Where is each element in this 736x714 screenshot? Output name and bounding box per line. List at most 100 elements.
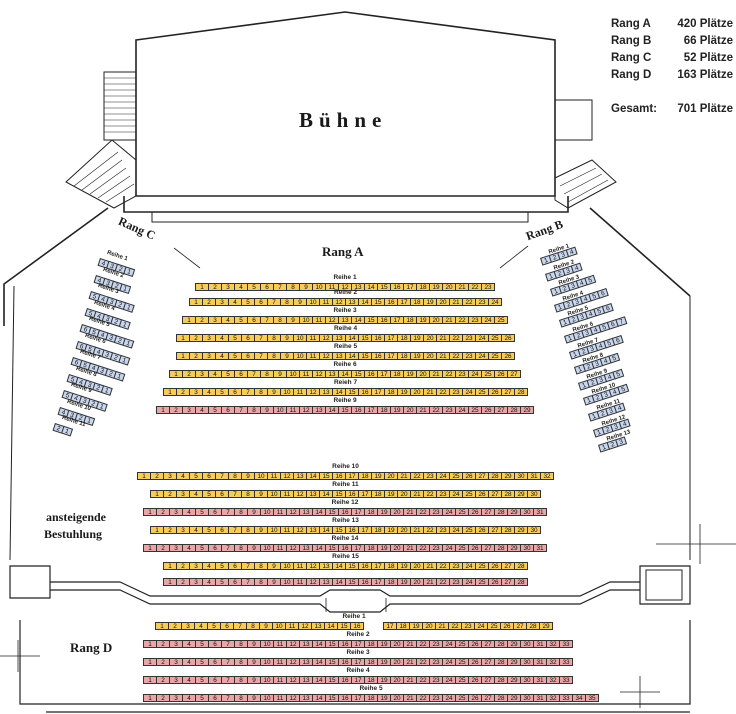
seat[interactable]: 22 — [410, 472, 424, 480]
seat[interactable]: 18 — [377, 406, 391, 414]
seat[interactable]: 20 — [390, 676, 404, 684]
seat[interactable]: 16 — [358, 562, 372, 570]
seat[interactable]: 23 — [449, 578, 463, 586]
seat[interactable]: 14 — [312, 694, 326, 702]
seat[interactable]: 19 — [403, 370, 417, 378]
seat[interactable]: 1 — [155, 622, 169, 630]
seat[interactable]: 9 — [273, 370, 287, 378]
seat[interactable]: 15 — [364, 316, 378, 324]
seat[interactable]: 11 — [306, 352, 320, 360]
seat[interactable]: 13 — [319, 388, 333, 396]
seat[interactable]: 18 — [364, 658, 378, 666]
seat[interactable]: 4 — [195, 406, 209, 414]
seat[interactable]: 30 — [520, 658, 534, 666]
seat[interactable]: 10 — [260, 508, 274, 516]
seat[interactable]: 10 — [280, 578, 294, 586]
seat[interactable]: 26 — [488, 562, 502, 570]
seat[interactable]: 22 — [468, 283, 482, 291]
seat[interactable]: 18 — [397, 352, 411, 360]
seat[interactable]: 27 — [475, 472, 489, 480]
seat[interactable]: 3 — [169, 658, 183, 666]
seat[interactable]: 12 — [286, 658, 300, 666]
seat[interactable]: 1 — [195, 283, 209, 291]
seat[interactable]: 11 — [293, 578, 307, 586]
seat[interactable]: 7 — [241, 388, 255, 396]
seat[interactable]: 21 — [423, 578, 437, 586]
seat[interactable]: 17 — [351, 544, 365, 552]
seat[interactable]: 5 — [195, 640, 209, 648]
seat[interactable]: 7 — [260, 316, 274, 324]
seat[interactable]: 20 — [403, 406, 417, 414]
seat[interactable]: 4 — [182, 508, 196, 516]
seat[interactable]: 7 — [221, 676, 235, 684]
seat[interactable]: 8 — [254, 578, 268, 586]
seat[interactable]: 32 — [546, 676, 560, 684]
seat[interactable]: 5 — [208, 406, 222, 414]
seat[interactable]: 10 — [273, 406, 287, 414]
seat[interactable]: 3 — [189, 578, 203, 586]
seat[interactable]: 17 — [384, 352, 398, 360]
seat[interactable]: 21 — [410, 490, 424, 498]
seat[interactable]: 10 — [293, 352, 307, 360]
seat[interactable]: 25 — [449, 472, 463, 480]
seat[interactable]: 3 — [189, 562, 203, 570]
seat[interactable]: 1 — [143, 694, 157, 702]
seat[interactable]: 21 — [442, 316, 456, 324]
seat[interactable]: 7 — [221, 508, 235, 516]
seat[interactable]: 19 — [397, 562, 411, 570]
seat[interactable]: 31 — [533, 508, 547, 516]
seat[interactable]: 25 — [455, 544, 469, 552]
seat[interactable]: 3 — [202, 334, 216, 342]
seat[interactable]: 14 — [306, 472, 320, 480]
seat[interactable]: 4 — [215, 334, 229, 342]
seat[interactable]: 20 — [410, 388, 424, 396]
seat[interactable]: 8 — [234, 694, 248, 702]
seat[interactable]: 2 — [168, 622, 182, 630]
seat[interactable]: 8 — [241, 526, 255, 534]
seat[interactable]: 21 — [423, 388, 437, 396]
seat[interactable]: 20 — [422, 622, 436, 630]
seat[interactable]: 14 — [319, 526, 333, 534]
seat[interactable]: 1 — [150, 490, 164, 498]
seat[interactable]: 9 — [247, 508, 261, 516]
seat[interactable]: 15 — [345, 578, 359, 586]
seat[interactable]: 18 — [396, 622, 410, 630]
seat[interactable]: 8 — [234, 658, 248, 666]
seat[interactable]: 15 — [332, 490, 346, 498]
seat[interactable]: 9 — [293, 298, 307, 306]
seat[interactable]: 7 — [247, 370, 261, 378]
seat[interactable]: 22 — [436, 562, 450, 570]
seat[interactable]: 10 — [306, 298, 320, 306]
seat[interactable]: 6 — [228, 388, 242, 396]
seat[interactable]: 17 — [358, 526, 372, 534]
seat[interactable]: 15 — [325, 658, 339, 666]
seat[interactable]: 3 — [195, 370, 209, 378]
seat[interactable]: 21 — [423, 562, 437, 570]
seat[interactable]: 24 — [449, 526, 463, 534]
seat[interactable]: 8 — [228, 472, 242, 480]
seat[interactable]: 7 — [228, 490, 242, 498]
seat[interactable]: 19 — [377, 508, 391, 516]
seat[interactable]: 9 — [247, 676, 261, 684]
seat[interactable]: 17 — [403, 283, 417, 291]
seat[interactable]: 20 — [416, 370, 430, 378]
seat[interactable]: 22 — [448, 622, 462, 630]
seat[interactable]: 12 — [306, 388, 320, 396]
seat[interactable]: 17 — [358, 490, 372, 498]
seat[interactable]: 4 — [202, 388, 216, 396]
seat[interactable]: 1 — [176, 334, 190, 342]
seat[interactable]: 19 — [409, 622, 423, 630]
seat[interactable]: 26 — [501, 334, 515, 342]
seat[interactable]: 13 — [345, 298, 359, 306]
seat[interactable]: 5 — [202, 490, 216, 498]
seat[interactable]: 14 — [312, 658, 326, 666]
seat[interactable]: 24 — [442, 544, 456, 552]
seat[interactable]: 29 — [520, 406, 534, 414]
seat[interactable]: 13 — [306, 490, 320, 498]
seat[interactable]: 11 — [306, 334, 320, 342]
seat[interactable]: 13 — [332, 334, 346, 342]
seat[interactable]: 32 — [546, 694, 560, 702]
seat[interactable]: 13 — [299, 676, 313, 684]
seat[interactable]: 6 — [208, 694, 222, 702]
seat[interactable]: 10 — [293, 334, 307, 342]
